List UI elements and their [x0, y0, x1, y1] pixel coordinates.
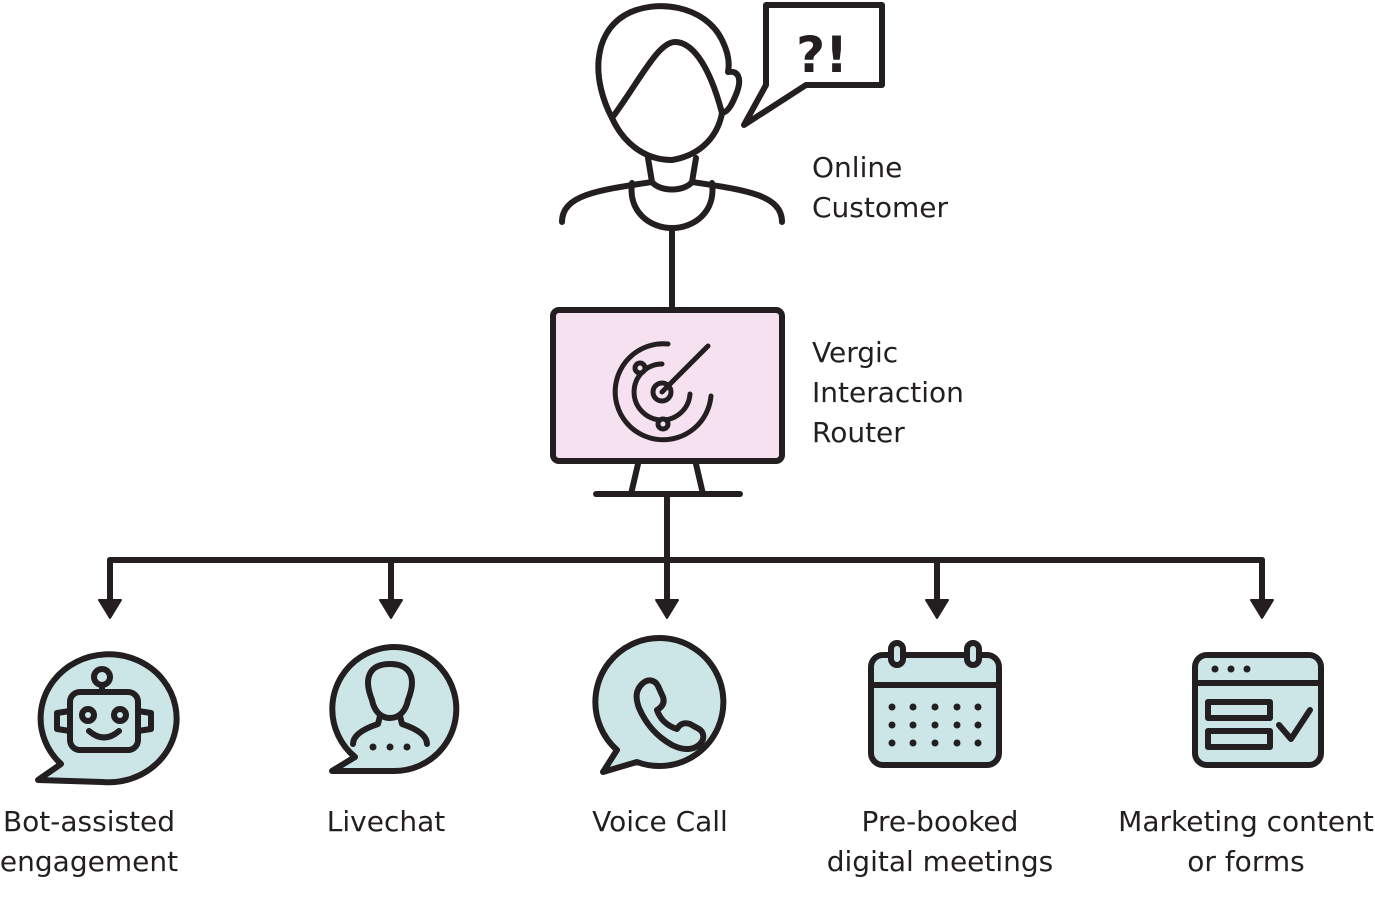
customer-label-line-1: Online — [812, 151, 903, 184]
router-label: Vergic Interaction Router — [812, 333, 964, 453]
channel-label-livechat: Livechat — [327, 802, 445, 842]
livechat-agent-icon — [329, 644, 460, 775]
customer-label: Online Customer — [812, 148, 948, 228]
router-label-line-3: Router — [812, 416, 905, 449]
speech-bubble-icon — [741, 2, 885, 128]
arrow-to-livechat — [379, 599, 403, 619]
distribution-arrowheads — [98, 599, 1274, 619]
radar-target-icon — [612, 341, 714, 443]
channel-label-marketing: Marketing content or forms — [1118, 802, 1374, 882]
channel-label-bot-line-2: engagement — [0, 845, 179, 878]
arrow-to-voice — [655, 599, 679, 619]
channel-label-livechat-line-1: Livechat — [326, 805, 446, 838]
router-label-line-1: Vergic — [812, 336, 899, 369]
calendar-icon — [868, 640, 1002, 768]
channel-label-meetings-line-2: digital meetings — [826, 845, 1054, 878]
phone-chat-icon — [592, 635, 727, 775]
arrow-to-marketing — [1250, 599, 1274, 619]
web-form-icon — [1192, 652, 1324, 768]
channel-label-bot: Bot-assisted engagement — [0, 802, 178, 882]
channel-label-voice: Voice Call — [592, 802, 728, 842]
channel-label-meetings-line-1: Pre-booked — [861, 805, 1019, 838]
channel-label-voice-line-1: Voice Call — [592, 805, 728, 838]
distribution-connectors — [107, 491, 1265, 606]
arrow-to-meetings — [925, 599, 949, 619]
channel-label-bot-line-1: Bot-assisted — [2, 805, 176, 838]
speech-bubble-text: ?! — [796, 26, 848, 84]
chatbot-icon — [35, 651, 180, 786]
customer-label-line-2: Customer — [812, 191, 949, 224]
channel-label-marketing-line-2: or forms — [1187, 845, 1305, 878]
channel-label-meetings: Pre-booked digital meetings — [827, 802, 1054, 882]
arrow-to-bot — [98, 599, 122, 619]
channel-label-marketing-line-1: Marketing content — [1118, 805, 1374, 838]
router-label-line-2: Interaction — [812, 376, 964, 409]
